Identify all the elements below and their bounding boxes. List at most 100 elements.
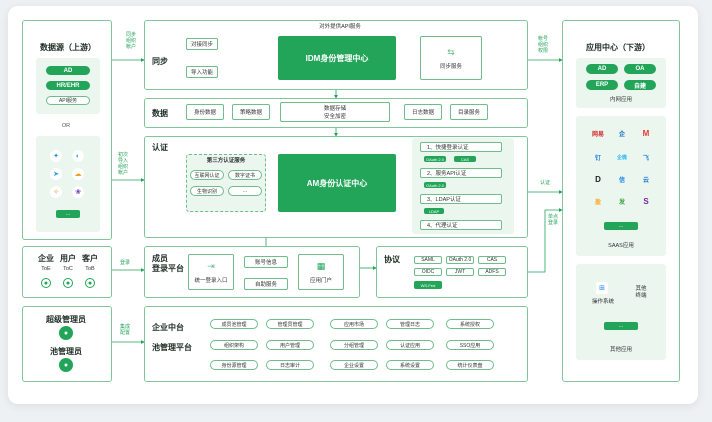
terminal-label: 其他 终端 bbox=[635, 286, 647, 299]
arrow-config-label: 集成 配置 bbox=[120, 324, 131, 336]
cloud-icon: ☁ bbox=[72, 168, 84, 180]
s-logo-icon: S bbox=[643, 196, 649, 206]
fa-logo-icon: 发 bbox=[618, 199, 625, 206]
am-center: AM身份认证中心 bbox=[278, 154, 396, 212]
pool-admin-label: 池管理员 bbox=[50, 347, 82, 356]
os-icon: ⊞ bbox=[596, 282, 608, 294]
sync-service-icon: ⇆ bbox=[447, 46, 455, 57]
platform-item: 应用市场 bbox=[330, 319, 378, 329]
platform-item: 系统授权 bbox=[446, 319, 494, 329]
data-directory: 目录服务 bbox=[450, 104, 488, 120]
user-avatar-icon: ● bbox=[41, 278, 51, 288]
saas-apps bbox=[576, 116, 666, 256]
account-info: 账号信息 bbox=[244, 256, 288, 268]
platform-item: 管理员管理 bbox=[266, 319, 314, 329]
app-ad: AD bbox=[586, 64, 618, 74]
arrow-sync-label: 同步 组织 帐户 bbox=[126, 32, 137, 50]
platform-item: 用户管理 bbox=[266, 340, 314, 350]
sync-service-label: 同步服务 bbox=[439, 63, 462, 70]
or-label: OR bbox=[61, 122, 71, 129]
feishu-logo-icon: 飞 bbox=[642, 155, 649, 162]
dingtalk-logo-icon: 钉 bbox=[594, 155, 601, 162]
protocol-oauth: OAuth 2.0 bbox=[446, 256, 474, 264]
upstream-title: 数据源（上游） bbox=[40, 43, 96, 52]
bird-icon: ✦ bbox=[50, 150, 62, 162]
auth-certificate: 数字证书 bbox=[228, 170, 262, 180]
netease-logo-icon: 网易 bbox=[591, 131, 604, 138]
platform-item: 组织架构 bbox=[210, 340, 258, 350]
wecom-logo-icon: 企微 bbox=[616, 154, 627, 161]
tag-oauth: OAuth 2.0 bbox=[424, 156, 446, 162]
user-avatar-icon: ● bbox=[63, 278, 73, 288]
more-saas: ... bbox=[604, 222, 638, 230]
login-entry-label: 统一登录入口 bbox=[194, 277, 228, 284]
data-logs: 日志数据 bbox=[404, 104, 442, 120]
data-title: 数据 bbox=[152, 109, 168, 118]
user-type-enterprise: 企业 bbox=[38, 254, 54, 263]
xin-logo-icon: 信 bbox=[618, 177, 625, 184]
auth-method-quick: 1、快捷登录认证 bbox=[420, 142, 502, 152]
third-party-auth bbox=[186, 154, 266, 212]
sync-connect-button: 对接同步 bbox=[186, 38, 218, 50]
protocol-saml: SAML bbox=[414, 256, 442, 264]
platform-item: 企业设置 bbox=[330, 360, 378, 370]
app-erp: ERP bbox=[586, 80, 618, 90]
platform-item: 统计仪表盘 bbox=[446, 360, 494, 370]
app-oa: OA bbox=[624, 64, 656, 74]
admin-avatar-icon: ● bbox=[59, 326, 73, 340]
admin-avatar-icon: ● bbox=[59, 358, 73, 372]
flame-icon: ✧ bbox=[50, 186, 62, 198]
sync-title: 同步 bbox=[152, 57, 168, 66]
user-sub-toc: ToC bbox=[63, 265, 73, 272]
platform-item: 认证应用 bbox=[386, 340, 434, 350]
internal-apps-label: 内网应用 bbox=[609, 96, 632, 103]
platform-item: 身份源管理 bbox=[210, 360, 258, 370]
more-sources: ... bbox=[56, 210, 80, 218]
source-hr: HR/EHR bbox=[46, 81, 90, 90]
arrow-sso-label: 单点 登录 bbox=[548, 214, 559, 226]
auth-biometric: 生物识别 bbox=[190, 186, 224, 196]
protocol-wsfed: WS-Fed bbox=[414, 281, 442, 289]
protocol-title: 协议 bbox=[384, 255, 400, 264]
app-portal: ▦ 应用门户 bbox=[298, 254, 344, 290]
unified-login-entry: ⇥ 统一登录入口 bbox=[188, 254, 234, 290]
auth-method-proxy: 4、代理认证 bbox=[420, 220, 502, 230]
ying-logo-icon: 盈 bbox=[594, 199, 601, 206]
protocol-cas: CAS bbox=[478, 256, 506, 264]
data-policy: 策略数据 bbox=[232, 104, 270, 120]
member-title: 成员 登录平台 bbox=[152, 254, 184, 274]
protocol-adfs: ADFS bbox=[478, 268, 506, 276]
data-identity: 身份数据 bbox=[186, 104, 224, 120]
api-service-label: 对外提供API服务 bbox=[319, 23, 361, 30]
other-apps-label: 其他应用 bbox=[609, 346, 632, 353]
user-avatar-icon: ● bbox=[85, 278, 95, 288]
platform-item: 系统设置 bbox=[386, 360, 434, 370]
arrow-import-label: 初次 导入 组织 帐户 bbox=[118, 152, 129, 176]
tag-cas: CAS bbox=[454, 156, 476, 162]
protocol-oidc: OIDC bbox=[414, 268, 442, 276]
arrow-push-label: 帐号 组织 权限 bbox=[538, 36, 549, 54]
app-custom: 自建 bbox=[624, 80, 656, 90]
swirl-icon: ❀ bbox=[72, 186, 84, 198]
super-admin-label: 超级管理员 bbox=[46, 315, 86, 324]
platform-item: SSO应用 bbox=[446, 340, 494, 350]
platform-title-enterprise: 企业中台 bbox=[152, 323, 184, 332]
auth-title: 认证 bbox=[152, 143, 168, 152]
third-party-title: 第三方认证服务 bbox=[206, 157, 246, 164]
arrow-auth-label: 认证 bbox=[540, 180, 551, 186]
data-storage: 数据存储 安全加密 bbox=[280, 102, 390, 122]
tag-oauth2: OAuth 2.0 bbox=[424, 182, 446, 188]
protocol-jwt: JWT bbox=[446, 268, 474, 276]
enterprise-logo-icon: 企 bbox=[618, 131, 625, 138]
self-service: 自助服务 bbox=[244, 278, 288, 290]
os-label: 操作系统 bbox=[591, 298, 614, 305]
app-portal-label: 应用门户 bbox=[309, 277, 332, 284]
user-type-user: 用户 bbox=[60, 254, 76, 263]
source-ad: AD bbox=[46, 66, 90, 75]
plane-icon: ➤ bbox=[50, 168, 62, 180]
downstream-title: 应用中心（下游） bbox=[586, 43, 650, 52]
saas-apps-label: SAAS应用 bbox=[608, 242, 634, 249]
users-panel bbox=[22, 246, 112, 298]
auth-method-ldap: 3、LDAP认证 bbox=[420, 194, 502, 204]
other-apps bbox=[576, 264, 666, 360]
